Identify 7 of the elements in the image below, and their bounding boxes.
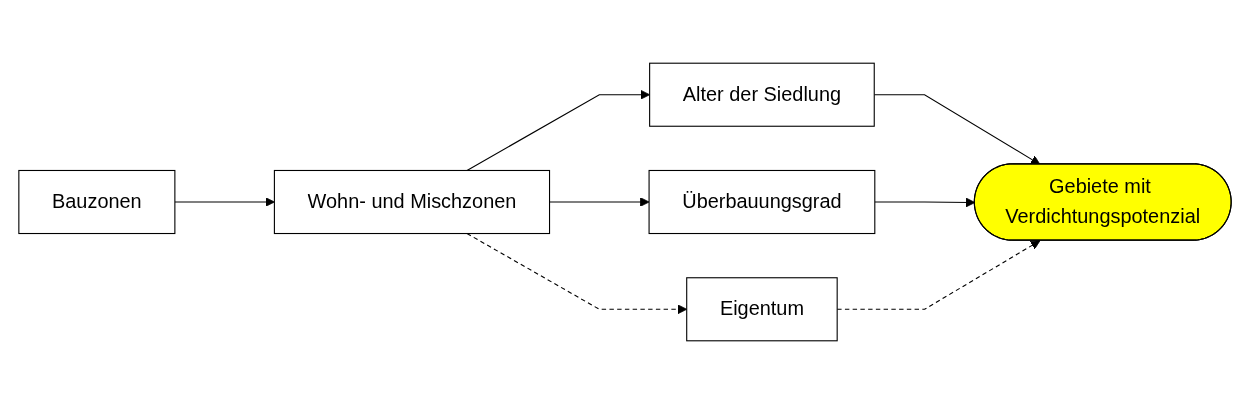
node-box: Eigentum	[686, 277, 838, 342]
node-box: Überbauungsgrad	[648, 169, 876, 235]
arrow	[549, 197, 650, 207]
node-box: Bauzonen	[18, 169, 176, 235]
node-box: Wohn- und Mischzonen	[273, 169, 551, 235]
arrow	[174, 197, 275, 207]
node-box: Alter der Siedlung	[649, 62, 875, 127]
